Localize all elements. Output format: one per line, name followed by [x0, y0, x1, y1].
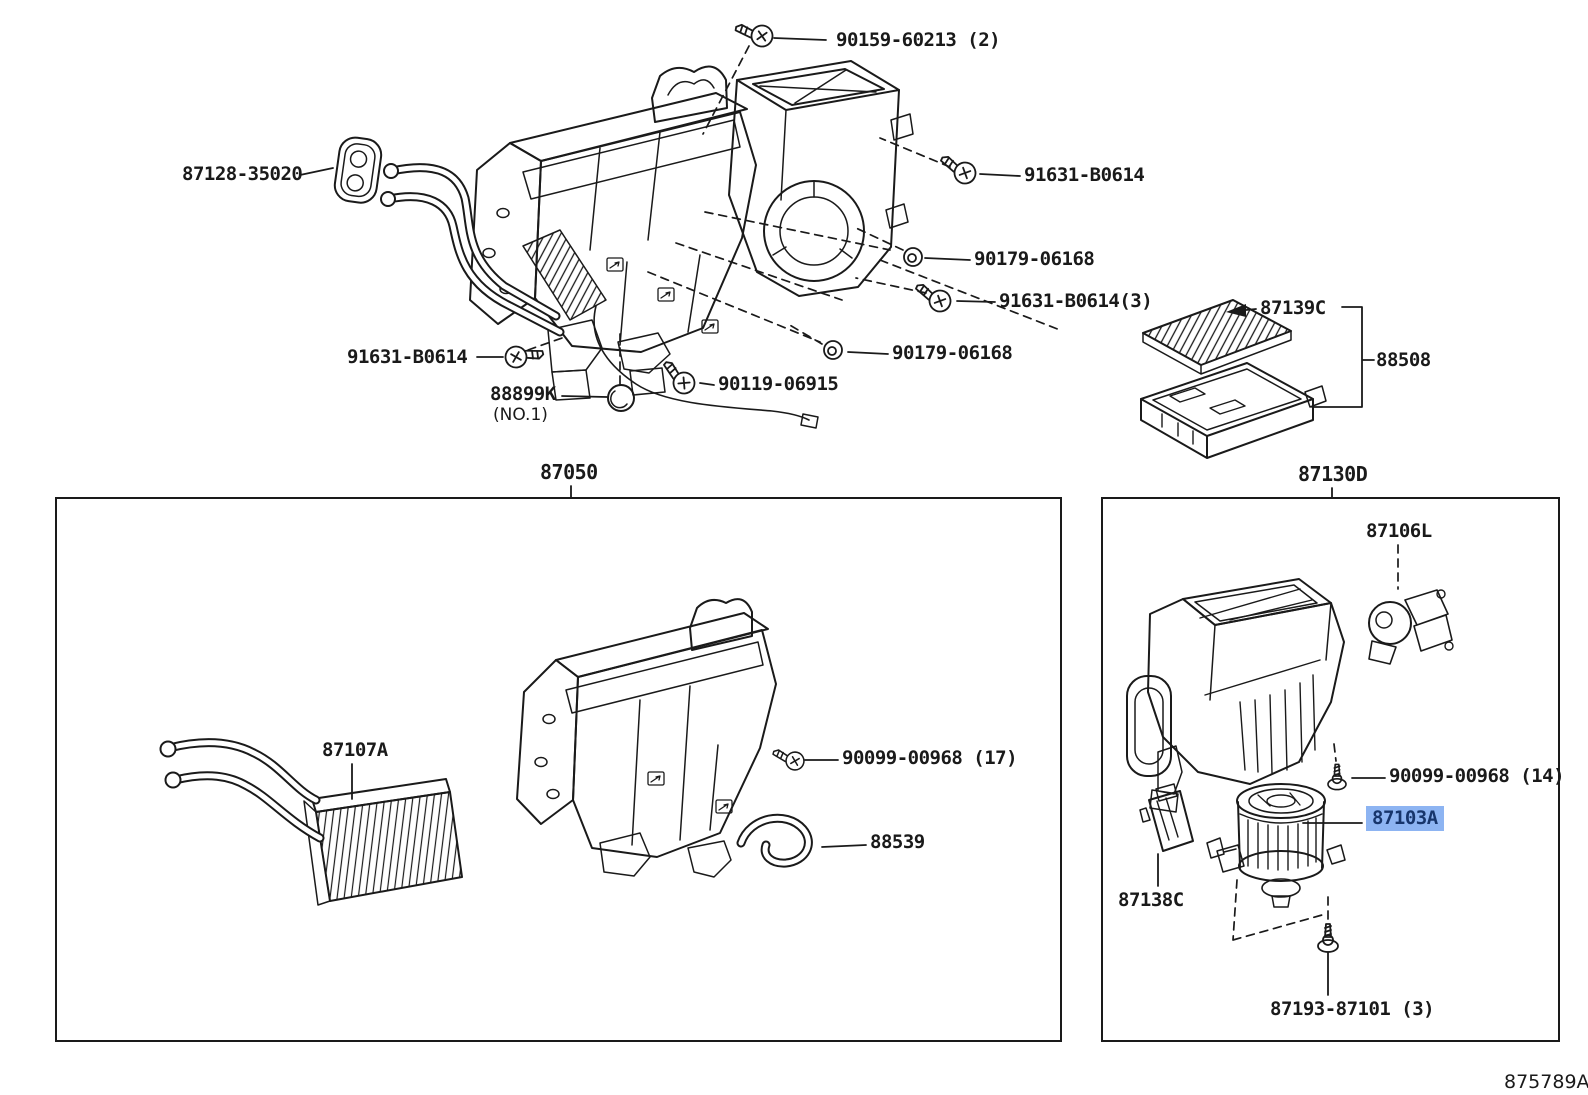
part-label-88539[interactable]: 88539 — [870, 831, 925, 853]
assembly-box-87130d — [1101, 497, 1560, 1042]
part-label-87193-87101[interactable]: 87193-87101 (3) — [1270, 998, 1435, 1020]
heater-unit-drawing — [469, 60, 914, 401]
heater-pipes-drawing — [380, 163, 565, 337]
heater-core-drawing — [159, 738, 463, 906]
alignment-dashed-lines — [527, 45, 1399, 941]
part-label-87107a[interactable]: 87107A — [322, 739, 388, 761]
part-label-90179-06168-lower[interactable]: 90179-06168 — [892, 342, 1013, 364]
blower-case-drawing — [1126, 578, 1345, 813]
part-label-87103a-highlighted[interactable]: 87103A — [1366, 806, 1444, 831]
part-label-91631-b0614-top[interactable]: 91631-B0614 — [1024, 164, 1145, 186]
part-label-91631-b0614-x3[interactable]: 91631-B0614(3) — [999, 290, 1153, 312]
part-label-90099-00968-x17[interactable]: 90099-00968 (17) — [842, 747, 1018, 769]
part-label-90099-00968-x14[interactable]: 90099-00968 (14) — [1389, 765, 1565, 787]
part-label-90119-06915[interactable]: 90119-06915 — [718, 373, 839, 395]
assembly-box-87050 — [55, 497, 1062, 1042]
part-label-87138c[interactable]: 87138C — [1118, 889, 1184, 911]
hose-88539-drawing — [736, 813, 813, 868]
part-label-90179-06168-upper[interactable]: 90179-06168 — [974, 248, 1095, 270]
part-label-91631-b0614-left[interactable]: 91631-B0614 — [347, 346, 468, 368]
filter-leader-arrowhead — [1226, 304, 1246, 317]
part-label-87139c[interactable]: 87139C — [1260, 297, 1326, 319]
resistor-87138-drawing — [1139, 783, 1194, 852]
figure-code: 875789A — [1504, 1071, 1588, 1093]
leader-lines — [299, 37, 1386, 996]
grommet-88899-drawing — [607, 384, 635, 412]
part-label-90159-60213[interactable]: 90159-60213 (2) — [836, 29, 1001, 51]
drain-tube-drawing — [593, 305, 819, 429]
part-label-87128-35020[interactable]: 87128-35020 — [182, 163, 303, 185]
part-label-88899k[interactable]: 88899K — [490, 383, 556, 405]
part-label-87106l[interactable]: 87106L — [1366, 520, 1432, 542]
blower-motor-87103-drawing — [1206, 783, 1346, 908]
part-label-88508[interactable]: 88508 — [1376, 349, 1431, 371]
assembly-label-87050[interactable]: 87050 — [540, 460, 598, 484]
servo-87106-drawing — [1368, 589, 1454, 665]
filter-assembly-drawing — [1140, 299, 1327, 459]
assembly-label-87130d[interactable]: 87130D — [1298, 462, 1368, 486]
evaporator-case-drawing — [516, 598, 777, 878]
grommet-87128-drawing — [333, 136, 383, 204]
part-label-88899k-note: (NO.1) — [493, 405, 548, 425]
